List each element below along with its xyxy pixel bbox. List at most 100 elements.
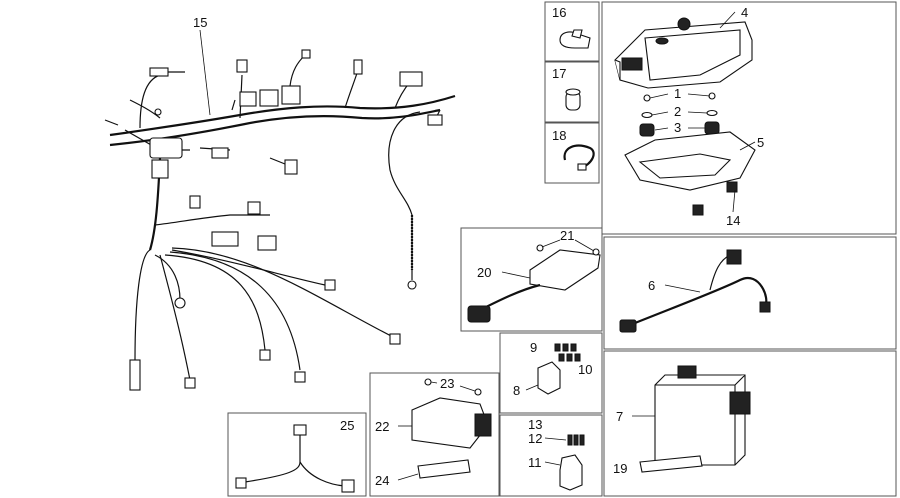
- ecu-assembly: [614, 11, 756, 216]
- module-body: [529, 249, 601, 291]
- sub-harness-main: [629, 276, 768, 327]
- leader-3: [654, 127, 705, 131]
- branch-left-2: [129, 99, 161, 119]
- clip-14b: [692, 204, 704, 216]
- callout-7: 7: [616, 409, 623, 424]
- leader-21: [541, 239, 595, 252]
- battery-terminal-neg: [677, 365, 697, 379]
- ecu-connector: [621, 57, 643, 71]
- callout-11: 11: [528, 455, 542, 470]
- harness-25-wire-2: [299, 461, 346, 487]
- panel-ecu-frame: [601, 1, 897, 235]
- leader-24: [397, 473, 419, 481]
- panel-16-frame: [544, 1, 600, 62]
- part-17-grommet: [565, 88, 581, 111]
- main-wiring-harness: [104, 49, 456, 391]
- connector-top-4: [281, 85, 301, 105]
- fuse-9a: [554, 343, 561, 352]
- ecu-logo: [655, 37, 669, 45]
- ecu-sensor-port: [677, 17, 691, 31]
- connector-top-5: [301, 49, 311, 59]
- leader-2: [651, 111, 708, 116]
- callout-19: 19: [613, 461, 627, 476]
- harness-25-connector-top: [293, 424, 307, 436]
- connector-low-4: [259, 349, 271, 361]
- harness-relay: [151, 159, 169, 179]
- connector-top-2: [239, 91, 257, 107]
- leader-23: [430, 381, 476, 392]
- connector-mid-3: [189, 195, 201, 209]
- leader-11: [544, 461, 561, 466]
- ecu-side: [614, 59, 621, 80]
- fuse-12b: [573, 434, 579, 446]
- callout-9: 9: [530, 340, 537, 355]
- part-18-cable-tie: [563, 144, 595, 171]
- branch-low-2: [154, 254, 181, 301]
- leader-1: [649, 93, 711, 99]
- panel-20-frame: [460, 227, 603, 332]
- fuse-9f: [574, 353, 581, 362]
- battery-terminal-pos: [729, 391, 751, 415]
- panel-18-frame: [544, 122, 600, 184]
- washer-2a: [641, 111, 653, 119]
- connector-left-1: [149, 67, 169, 77]
- connector-low-1: [129, 359, 141, 391]
- connector-top-1: [236, 59, 248, 73]
- fuse-12c: [579, 434, 585, 446]
- harness-25-wire-1: [244, 435, 301, 483]
- branch-mid-3: [154, 214, 270, 226]
- part-24-strip: [417, 459, 471, 479]
- branch-low-1: [134, 249, 151, 361]
- leader-6: [664, 284, 701, 293]
- connector-top-7: [399, 71, 423, 87]
- battery-body: [654, 374, 746, 466]
- sub-harness-connector-right: [759, 301, 771, 313]
- part-22-control-box: [397, 378, 492, 481]
- harness-25-connector-left: [235, 477, 247, 489]
- branch-left-1: [139, 74, 161, 129]
- sub-harness-connector-left: [619, 319, 637, 333]
- grommet-top: [565, 88, 581, 96]
- washer-2b: [706, 109, 718, 117]
- fuse-12a: [567, 434, 573, 446]
- branch-top-6: [344, 69, 359, 109]
- fuse-9d: [558, 353, 565, 362]
- branch-left-3: [104, 119, 119, 126]
- connector-top-6: [353, 59, 363, 75]
- leader-15: [199, 29, 211, 116]
- callout-2: 2: [674, 104, 681, 119]
- callout-25: 25: [340, 418, 354, 433]
- branch-left-2-plug: [154, 108, 162, 116]
- callout-8: 8: [513, 383, 520, 398]
- callout-6: 6: [648, 278, 655, 293]
- leader-8: [525, 384, 539, 391]
- connector-low-3: [184, 377, 196, 389]
- branch-low-7: [171, 247, 396, 339]
- branch-long-right: [388, 111, 421, 280]
- callout-16: 16: [552, 5, 566, 20]
- screw-23b: [474, 388, 482, 396]
- callout-12: 12: [528, 431, 542, 446]
- control-box-connector: [474, 413, 492, 437]
- callout-24: 24: [375, 473, 389, 488]
- leader-4: [719, 11, 736, 29]
- branch-low-3: [159, 254, 191, 381]
- callout-4: 4: [741, 5, 748, 20]
- part-7-battery: [632, 365, 751, 473]
- connector-mid-4: [247, 201, 261, 215]
- panel-8-frame: [499, 332, 603, 414]
- screw-1a: [643, 94, 651, 102]
- clip-14a: [726, 181, 738, 193]
- callout-15: 15: [193, 15, 207, 30]
- connector-long-right: [407, 280, 417, 290]
- tie-loop: [563, 144, 595, 170]
- leader-5: [739, 141, 756, 151]
- branch-low-5: [169, 251, 301, 371]
- harness-25-connector-right: [341, 479, 355, 493]
- connector-mid-2: [284, 159, 298, 175]
- part-25-harness: [235, 424, 355, 493]
- callout-1: 1: [674, 86, 681, 101]
- clip-body: [559, 31, 591, 49]
